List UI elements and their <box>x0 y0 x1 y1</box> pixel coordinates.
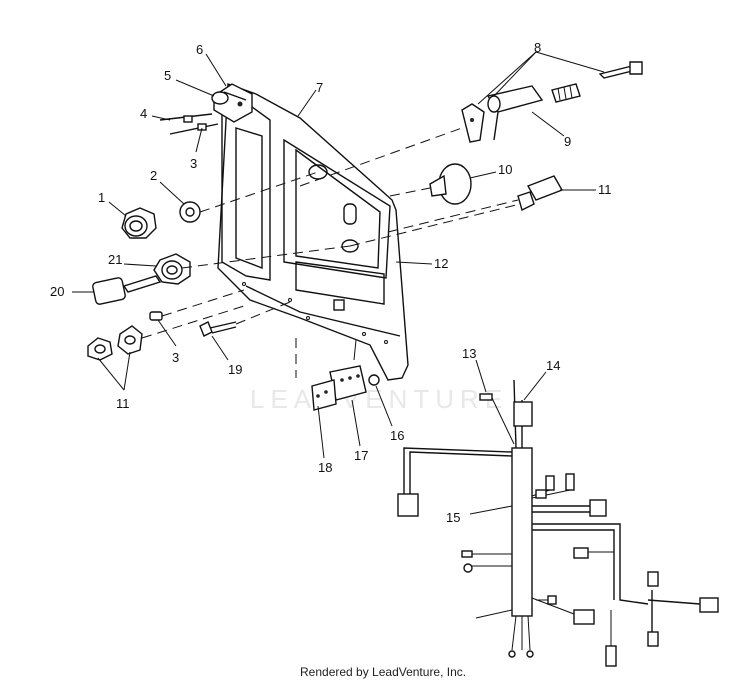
callout-13: 13 <box>462 346 476 361</box>
callout-3-bottom: 3 <box>172 350 179 365</box>
toggle-switch-11 <box>517 175 564 212</box>
callout-5: 5 <box>164 68 171 83</box>
knob-10 <box>429 163 472 205</box>
callout-17: 17 <box>354 448 368 463</box>
spacer-3 <box>149 289 245 321</box>
callout-4: 4 <box>140 106 147 121</box>
callout-1: 1 <box>98 190 105 205</box>
footer-credit: Rendered by LeadVenture, Inc. <box>300 665 466 679</box>
callout-3-top: 3 <box>190 156 197 171</box>
callout-11-left: 11 <box>116 396 130 411</box>
callout-labels: 1 2 3 4 5 6 7 8 9 10 11 12 21 20 3 11 19… <box>50 40 612 525</box>
callout-19: 19 <box>228 362 242 377</box>
relay-bracket-16-18 <box>311 339 380 411</box>
leader-lines <box>72 51 605 515</box>
callout-12: 12 <box>434 256 448 271</box>
watermark-text: LEADVENTURE <box>250 384 508 414</box>
callout-10: 10 <box>498 162 512 177</box>
callout-16: 16 <box>390 428 404 443</box>
dash-panel <box>217 83 409 381</box>
hinge-bracket <box>211 83 253 123</box>
callout-6: 6 <box>196 42 203 57</box>
callout-15: 15 <box>446 510 460 525</box>
latch-assembly-8-9 <box>461 61 643 143</box>
callout-21: 21 <box>108 252 122 267</box>
wiring-harness-15 <box>397 379 719 667</box>
callout-7: 7 <box>316 80 323 95</box>
ignition-key-20 <box>92 275 162 305</box>
callout-8: 8 <box>534 40 541 55</box>
top-screws <box>159 113 219 135</box>
nut-21 <box>153 253 191 285</box>
callout-14: 14 <box>546 358 560 373</box>
bolt-19 <box>199 321 237 337</box>
nut-1 <box>121 207 157 239</box>
callout-11-right: 11 <box>598 182 612 197</box>
callout-20: 20 <box>50 284 64 299</box>
callout-18: 18 <box>318 460 332 475</box>
lock-washer-2 <box>179 201 201 223</box>
callout-9: 9 <box>564 134 571 149</box>
switch-hardware-11 <box>87 325 143 361</box>
callout-2: 2 <box>150 168 157 183</box>
